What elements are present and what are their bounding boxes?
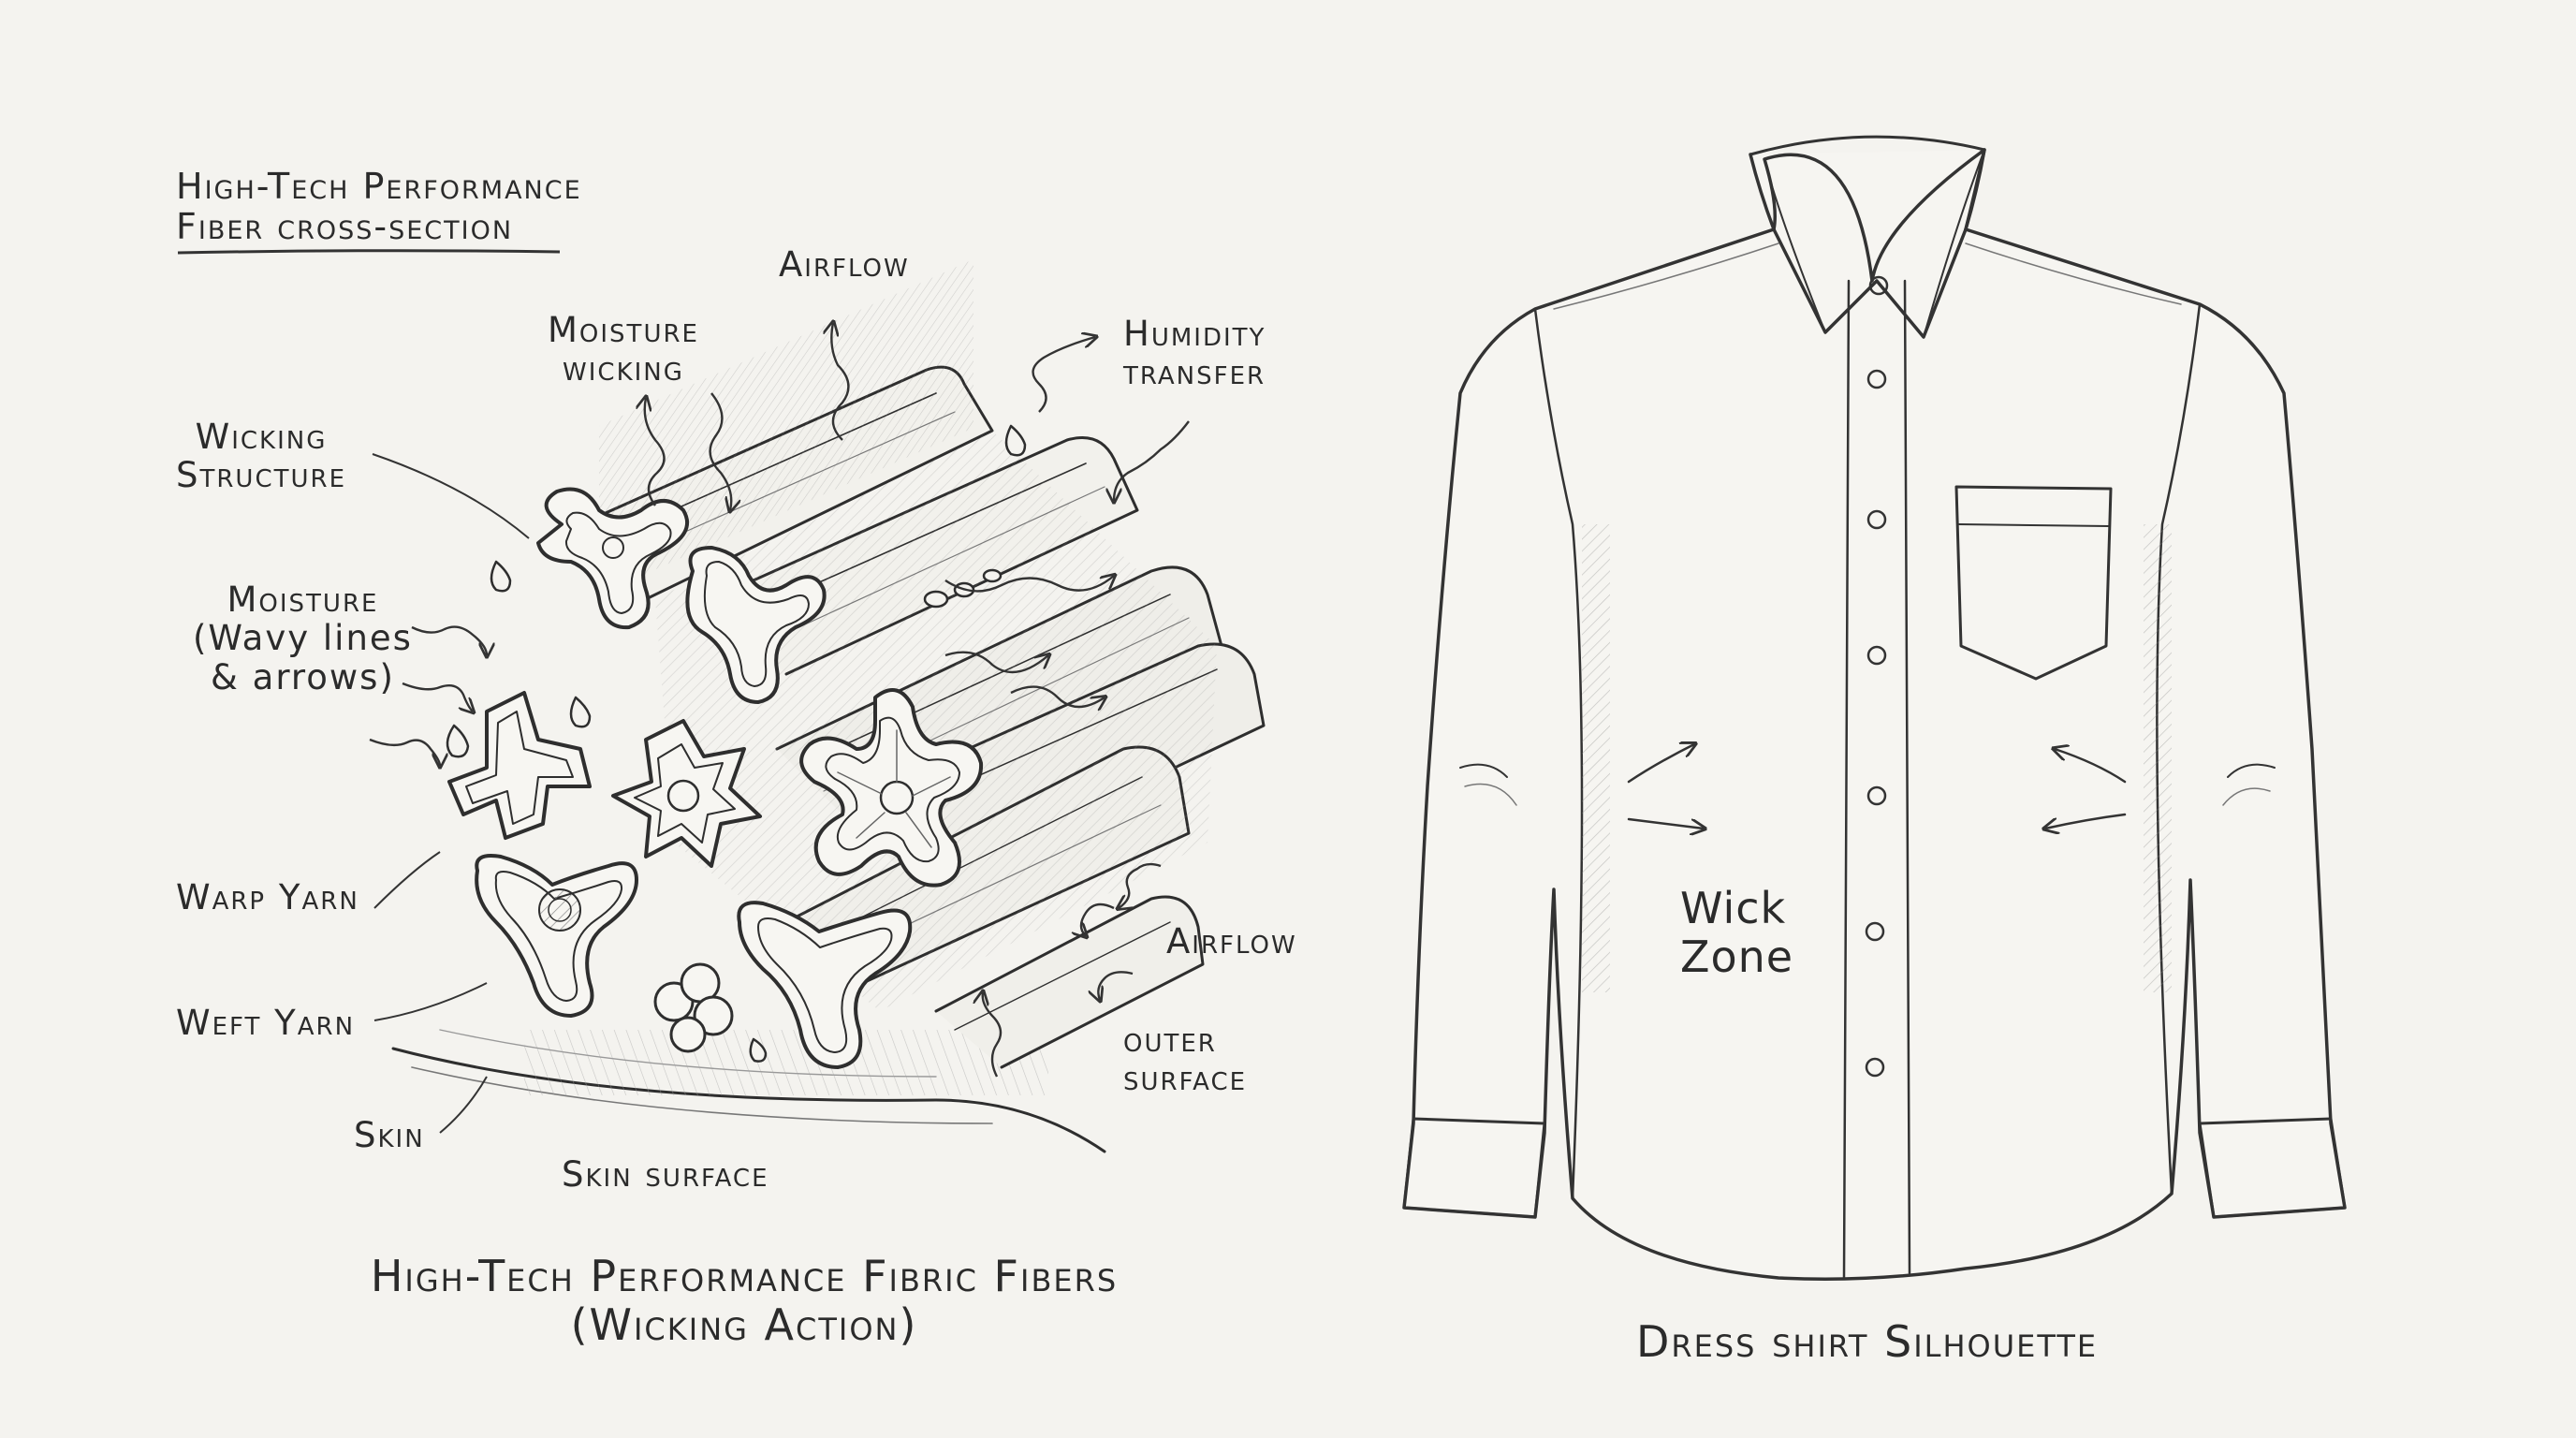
trilobal-fiber-cross-section (536, 487, 689, 630)
moisture-droplets (446, 424, 1027, 1063)
star-fiber-cross-section (611, 719, 762, 868)
label-weft-yarn: Weft Yarn (176, 1003, 356, 1043)
wick-zone-arrows (1627, 744, 2127, 829)
label-outer-surface: outer surface (1123, 1020, 1248, 1099)
wavy-flow-arrows (369, 323, 1190, 1078)
label-moisture-wicking: Moisture wicking (548, 310, 699, 389)
y-fiber-cross-section (447, 691, 592, 840)
flower-fiber-cross-section (799, 688, 984, 888)
label-moisture-wavy: Moisture (Wavy lines & arrows) (193, 580, 413, 697)
fiber-bundle-illustration (391, 258, 1266, 1153)
dress-shirt-illustration (1402, 135, 2347, 1281)
label-skin-surface: Skin surface (562, 1154, 769, 1195)
shirt-pocket (1954, 485, 2113, 681)
diagram-title: High-Tech Performance Fiber cross-sectio… (176, 166, 582, 247)
round-fiber-bundle (653, 962, 734, 1053)
label-wicking-structure: Wicking Structure (176, 417, 347, 496)
caption-fabric-fibers: High-Tech Performance Fibric Fibers (Wic… (370, 1251, 1119, 1350)
right-cuff (2198, 1117, 2347, 1219)
skin-surface-line (391, 1047, 1106, 1153)
label-skin: Skin (354, 1115, 425, 1155)
label-wick-zone: Wick Zone (1680, 883, 1794, 982)
label-airflow-right: Airflow (1166, 921, 1297, 961)
fiber-strand (934, 895, 1205, 1069)
trilobal-fiber-cross-section (475, 854, 638, 1018)
caption-shirt-silhouette: Dress shirt Silhouette (1636, 1316, 2099, 1367)
label-humidity-transfer: Humidity transfer (1123, 314, 1266, 393)
left-cuff (1402, 1117, 1546, 1219)
label-warp-yarn: Warp Yarn (176, 877, 359, 917)
trilobal-fiber-cross-section (737, 901, 913, 1069)
trilobal-fiber-cross-section (685, 546, 827, 704)
title-underline (177, 249, 561, 255)
label-airflow-top: Airflow (779, 244, 910, 285)
shirt-buttons (1865, 275, 1889, 1078)
